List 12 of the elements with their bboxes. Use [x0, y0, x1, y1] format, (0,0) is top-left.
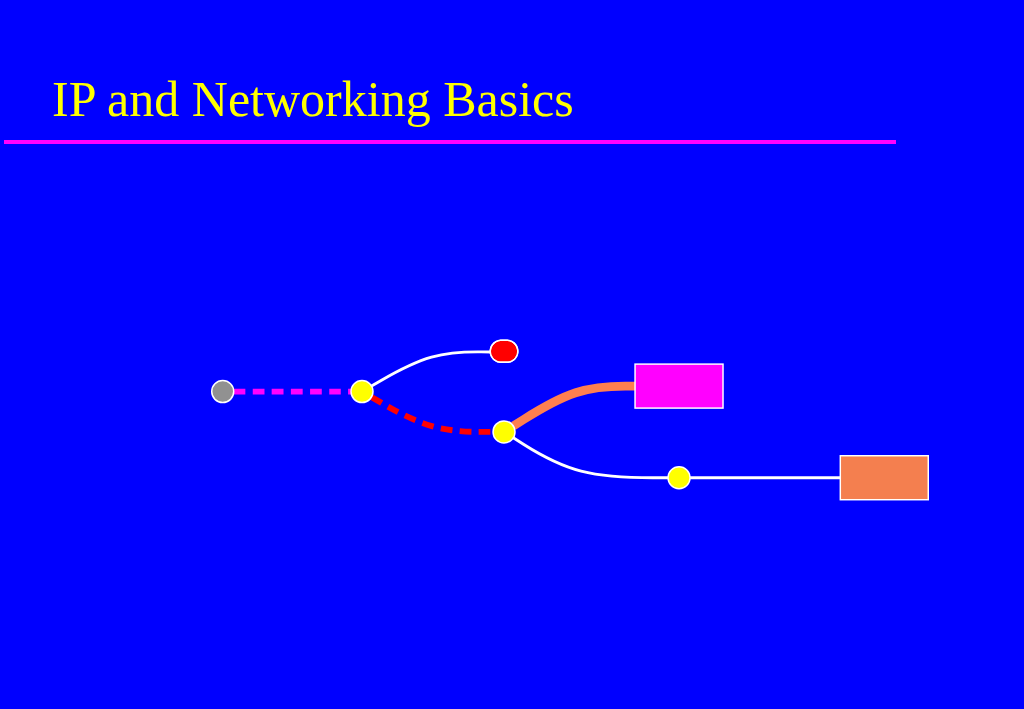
slide-title: IP and Networking Basics — [52, 72, 574, 127]
circle-node — [350, 379, 374, 404]
circle-node — [211, 379, 235, 404]
circle-node — [667, 466, 691, 490]
connector-line — [510, 381, 636, 430]
connector-line — [512, 436, 669, 480]
circle-node — [492, 420, 516, 444]
box-node — [839, 455, 929, 501]
ellipse-node — [489, 339, 519, 363]
connector-line — [233, 388, 351, 395]
box-node — [634, 363, 724, 409]
connector-line — [690, 476, 841, 480]
